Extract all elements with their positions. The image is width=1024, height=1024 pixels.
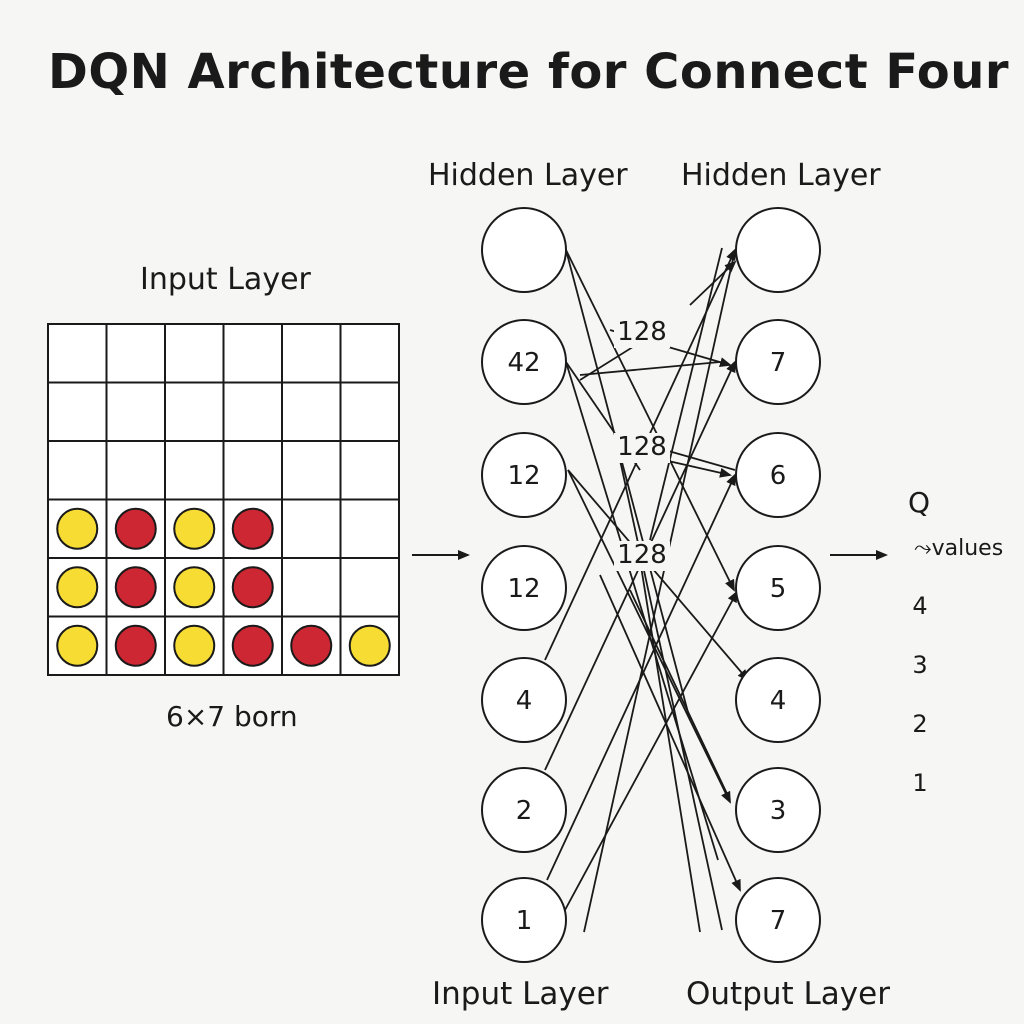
hidden-layer-1-node (481, 319, 567, 405)
hidden-layer-1-node (481, 207, 567, 293)
connection-label-bg (614, 318, 670, 348)
red-disc (114, 507, 157, 550)
hidden-layer-2-node-label: 5 (770, 574, 787, 604)
hidden-layer-2-node-label: 6 (770, 461, 787, 491)
connection-line (664, 449, 736, 471)
hidden-layer-2-node (735, 432, 821, 518)
hidden-layer-1-node (481, 657, 567, 743)
hidden-layer-2-node-label: 7 (770, 348, 787, 378)
red-disc (231, 624, 274, 667)
q-value-item: 4 (912, 592, 928, 620)
connection-label: 128 (617, 432, 667, 462)
connection-line (619, 459, 723, 931)
hidden-layer-1-node (481, 767, 567, 853)
yellow-disc (56, 624, 99, 667)
q-value-item: 2 (912, 710, 928, 738)
hidden-layer-1-node (481, 432, 567, 518)
hidden-layer-2-node (735, 657, 821, 743)
connection-line (629, 589, 731, 801)
diagram-title: DQN Architecture for Connect Four (48, 44, 1010, 100)
q-values-title: Q (908, 486, 931, 519)
connection-line (599, 574, 741, 892)
red-disc (114, 566, 157, 609)
yellow-disc (56, 507, 99, 550)
hidden-layer-2-node (735, 319, 821, 405)
hidden-layer-1-header: Hidden Layer (428, 158, 628, 193)
connection-line (649, 247, 723, 541)
connection-line (567, 469, 750, 682)
board-caption: 6×7 born (166, 700, 298, 733)
connection-line (565, 249, 691, 721)
network-connections (544, 247, 750, 933)
hidden-layer-1-node (481, 877, 567, 963)
q-values-subtitle: ⤳values (914, 536, 1003, 561)
q-values-subtitle-text: values (931, 536, 1004, 561)
yellow-disc (56, 566, 99, 609)
hidden-layer-2-node (735, 207, 821, 293)
connect-four-board (47, 323, 400, 676)
connection-line (639, 559, 701, 933)
connection-label-bg (614, 433, 670, 463)
hidden-layer-1-node-label: 4 (516, 686, 533, 716)
yellow-disc (348, 624, 391, 667)
red-disc (231, 507, 274, 550)
red-disc (114, 624, 157, 667)
hidden-layer-2-node-label: 3 (770, 796, 787, 826)
hidden-layer-1-node-label: 12 (507, 574, 540, 604)
yellow-disc (173, 624, 216, 667)
yellow-disc (173, 566, 216, 609)
hidden-layer-1-node (481, 545, 567, 631)
hidden-layer-2-node (735, 545, 821, 631)
q-value-item: 1 (912, 769, 928, 797)
connection-line (565, 361, 719, 861)
output-layer-footer: Output Layer (686, 976, 890, 1012)
hidden-layer-1-node-label: 12 (507, 461, 540, 491)
wiggle-icon: ⤳ (914, 536, 932, 561)
connection-label: 128 (617, 317, 667, 347)
connection-line (564, 590, 738, 911)
q-value-item: 3 (912, 651, 928, 679)
connection-labels: 128 128 128 (614, 317, 670, 571)
input-layer-footer: Input Layer (432, 976, 609, 1012)
red-disc (290, 624, 333, 667)
connection-line (579, 361, 721, 376)
hidden-layer-2-node (735, 767, 821, 853)
connection-label: 128 (617, 540, 667, 570)
connection-label-bg (614, 541, 670, 571)
hidden-layer-2-node-label: 7 (770, 906, 787, 936)
hidden-layer-1-node-label: 42 (507, 348, 540, 378)
yellow-disc (173, 507, 216, 550)
hidden-layer-2-header: Hidden Layer (681, 158, 881, 193)
hidden-layer-1-node-label: 1 (516, 906, 533, 936)
red-disc (231, 566, 274, 609)
connection-line (565, 249, 735, 592)
connection-line (689, 260, 737, 306)
hidden-layer-2-node-label: 4 (770, 686, 787, 716)
input-layer-label: Input Layer (140, 262, 311, 297)
hidden-layer-2-node (735, 877, 821, 963)
hidden-layer-1-node-label: 2 (516, 796, 533, 826)
